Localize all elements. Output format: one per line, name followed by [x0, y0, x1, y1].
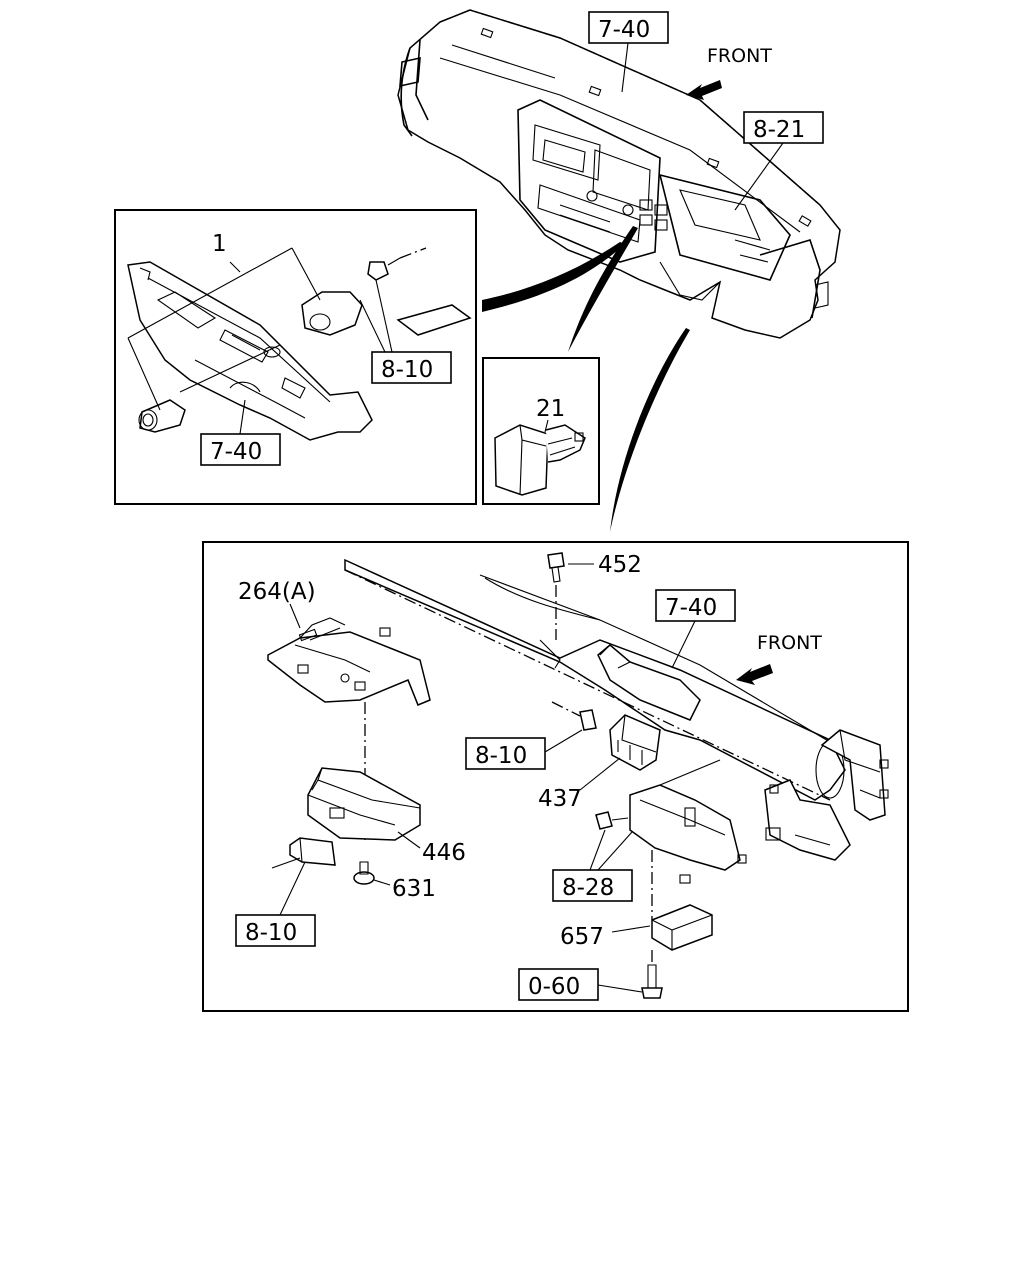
switch-component [301, 247, 472, 336]
ref-box-main-740[interactable]: 7-40 [655, 589, 736, 622]
part-264a-label: 264(A) [238, 579, 316, 605]
part-21-switch [494, 424, 586, 496]
front-label-main: FRONT [757, 632, 822, 654]
ref-inset1-740-label: 7-40 [210, 439, 262, 465]
ref-box-inset1-740[interactable]: 7-40 [200, 433, 281, 466]
bolt-452 [547, 552, 565, 583]
right-bracket [764, 729, 889, 861]
ref-box-dashboard[interactable]: 7-40 [588, 11, 669, 44]
inset-part-21 [482, 357, 600, 505]
bolt-060 [641, 964, 663, 999]
part-21-label: 21 [536, 396, 565, 422]
connector-bottom [271, 837, 336, 869]
front-label-top: FRONT [707, 45, 772, 67]
leader-wedge-main [610, 328, 690, 532]
ref-bottom-810-label: 8-10 [245, 920, 297, 946]
part-1-label: 1 [212, 231, 227, 257]
relay-437 [609, 714, 661, 771]
ref-box-828[interactable]: 8-28 [552, 869, 633, 902]
dashboard-assembly [397, 9, 841, 339]
ref-dashboard-label: 7-40 [598, 17, 650, 43]
bracket-264a [267, 617, 431, 706]
lighter-component [138, 399, 186, 433]
part-452-label: 452 [598, 552, 642, 578]
bracket-828 [595, 759, 747, 884]
spacer-657 [651, 904, 713, 951]
part-631-label: 631 [392, 876, 436, 902]
ref-box-bottom-810[interactable]: 8-10 [235, 914, 316, 947]
part-446-label: 446 [422, 840, 466, 866]
cross-beam [344, 558, 846, 801]
front-arrow-icon-main [736, 664, 773, 685]
leader-wedge-inset2 [568, 226, 638, 352]
ref-inset1-810-label: 8-10 [381, 357, 433, 383]
part-657-label: 657 [560, 924, 604, 950]
ref-060-label: 0-60 [528, 974, 580, 1000]
part-437-label: 437 [538, 786, 582, 812]
inset-switch-panel [114, 209, 477, 505]
inset-main-assembly [202, 541, 909, 1012]
ref-box-mid-810[interactable]: 8-10 [465, 737, 546, 770]
ref-main-740-label: 7-40 [665, 595, 717, 621]
ref-828-label: 8-28 [562, 875, 614, 901]
switch-panel-bezel [127, 261, 373, 441]
ref-box-060[interactable]: 0-60 [518, 968, 599, 1001]
ref-box-inset1-810[interactable]: 8-10 [371, 351, 452, 384]
connector-mid [551, 701, 597, 731]
ref-box-meter[interactable]: 8-21 [743, 111, 824, 144]
ref-meter-label: 8-21 [753, 117, 805, 143]
screw-631 [353, 861, 375, 885]
front-arrow-icon [686, 80, 722, 100]
control-unit-446 [307, 767, 421, 841]
leader-wedge-inset1 [482, 242, 625, 312]
ref-mid-810-label: 8-10 [475, 743, 527, 769]
